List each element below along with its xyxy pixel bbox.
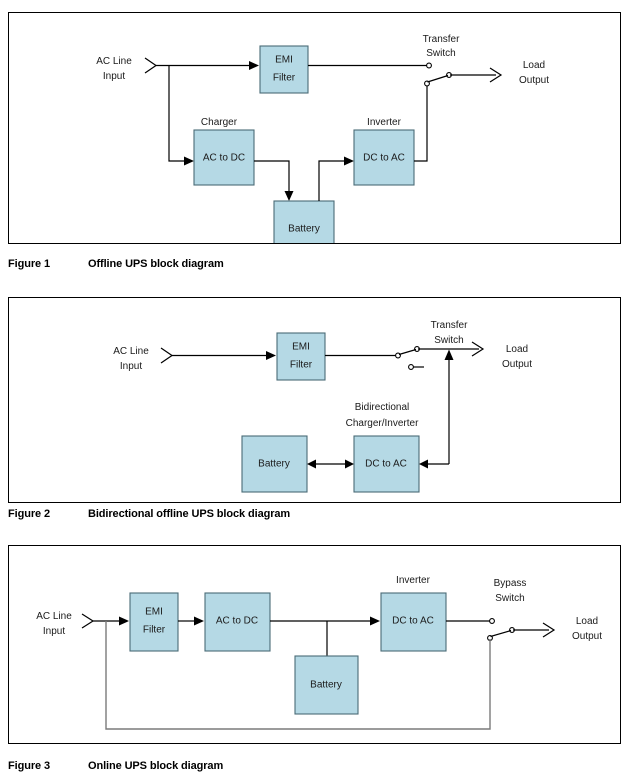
load-output-chevron-icon: [489, 67, 503, 83]
wire-inverter-to-switch: [414, 83, 428, 162]
ac-input-chevron-icon: [144, 57, 158, 74]
transfer-switch-label-line1: Transfer: [431, 320, 469, 331]
bypass-switch-blade[interactable]: [490, 629, 512, 638]
rectifier-block[interactable]: [204, 592, 271, 652]
wire-charger-to-battery: [254, 160, 290, 191]
battery-label: Battery: [310, 680, 342, 691]
load-output-label-line2: Output: [502, 359, 532, 370]
load-output-label-line2: Output: [572, 631, 602, 642]
ac-line-input-label-line1: AC Line: [36, 611, 72, 622]
charger-block[interactable]: [193, 129, 255, 186]
emi-filter-block[interactable]: [259, 45, 309, 94]
inverter-block[interactable]: [380, 592, 447, 652]
wire-bypass-loop: [105, 621, 491, 730]
battery-label: Battery: [258, 459, 290, 470]
bypass-switch-terminal-inverter[interactable]: [489, 618, 495, 624]
battery-block[interactable]: [241, 435, 308, 493]
figure-3-diagram: AC Line Input EMI Filter AC to DC: [36, 575, 602, 730]
arrowhead-into-rectifier-icon: [194, 616, 204, 626]
figure-1-caption: Figure 1 Offline UPS block diagram: [8, 258, 224, 270]
figure-1-frame: AC Line Input EMI Filter Charger: [8, 12, 621, 244]
arrowhead-to-converter-icon: [345, 459, 354, 469]
battery-label: Battery: [288, 224, 320, 235]
ac-input-chevron-icon: [81, 613, 95, 629]
arrowhead-into-battery-icon: [284, 191, 294, 201]
ac-input-chevron-icon: [160, 347, 174, 364]
emi-filter-label-line1: EMI: [145, 607, 163, 618]
emi-filter-block[interactable]: [276, 332, 326, 381]
figure-3-caption-text: Online UPS block diagram: [88, 760, 224, 772]
inverter-block[interactable]: [353, 129, 415, 186]
load-output-label-line1: Load: [506, 344, 528, 355]
arrowhead-into-emi-icon: [249, 61, 259, 70]
transfer-switch-label-line2: Switch: [434, 335, 463, 346]
figure-2-caption-text: Bidirectional offline UPS block diagram: [88, 508, 291, 520]
wire-battery-to-inverter: [318, 160, 344, 201]
figure-1-caption-text: Offline UPS block diagram: [88, 258, 224, 270]
emi-filter-label-line1: EMI: [292, 342, 310, 353]
bidirectional-title-line1: Bidirectional: [355, 402, 409, 413]
arrowhead-into-inverter-icon: [344, 156, 354, 166]
figure-1-caption-number: Figure 1: [8, 258, 50, 270]
figure-2-caption: Figure 2 Bidirectional offline UPS block …: [8, 508, 290, 520]
rectifier-label: AC to DC: [216, 616, 258, 627]
transfer-switch-label-line1: Transfer: [423, 34, 461, 45]
inverter-label: DC to AC: [392, 616, 434, 627]
arrowhead-to-battery-icon: [307, 459, 316, 469]
arrowhead-into-inverter-icon: [370, 616, 380, 626]
figure-3-caption-number: Figure 3: [8, 760, 50, 772]
bypass-switch-label-line1: Bypass: [494, 578, 527, 589]
arrowhead-into-charger-icon: [184, 156, 194, 166]
arrowhead-into-emi-icon: [266, 351, 276, 360]
emi-filter-block[interactable]: [129, 592, 179, 652]
arrowhead-up-to-output-icon: [444, 349, 454, 360]
ac-line-input-label-line1: AC Line: [96, 56, 132, 67]
transfer-switch-terminal-open[interactable]: [408, 364, 414, 370]
transfer-switch-terminal-line[interactable]: [426, 62, 432, 69]
emi-filter-label-line2: Filter: [290, 360, 313, 371]
load-output-label-line1: Load: [523, 60, 545, 71]
transfer-switch-blade[interactable]: [398, 348, 417, 356]
emi-filter-label-line2: Filter: [273, 73, 296, 84]
load-output-chevron-icon: [542, 622, 556, 638]
charger-label: AC to DC: [203, 153, 245, 164]
load-output-chevron-icon: [471, 341, 485, 357]
ac-line-input-label-line2: Input: [120, 361, 142, 372]
inverter-title-label: Inverter: [396, 575, 431, 586]
ac-line-input-label-line1: AC Line: [113, 346, 149, 357]
figure-3-frame: AC Line Input EMI Filter AC to DC: [8, 545, 621, 744]
transfer-switch-label-line2: Switch: [426, 48, 455, 59]
figure-3-caption: Figure 3 Online UPS block diagram: [8, 760, 223, 772]
bidirectional-converter-block[interactable]: [353, 435, 420, 493]
figure-2-caption-number: Figure 2: [8, 508, 50, 520]
transfer-switch-blade[interactable]: [427, 74, 449, 83]
inverter-title-label: Inverter: [367, 117, 402, 128]
arrowhead-into-emi-icon: [119, 616, 129, 626]
figure-2-diagram: AC Line Input EMI Filter Transfer Switch: [113, 320, 532, 493]
inverter-label: DC to AC: [363, 153, 405, 164]
bidirectional-title-line2: Charger/Inverter: [346, 418, 419, 429]
ac-line-input-label-line2: Input: [43, 626, 65, 637]
emi-filter-label-line2: Filter: [143, 625, 166, 636]
figure-2-frame: AC Line Input EMI Filter Transfer Switch: [8, 297, 621, 503]
ac-line-input-label-line2: Input: [103, 71, 125, 82]
bidirectional-converter-label: DC to AC: [365, 459, 407, 470]
emi-filter-label-line1: EMI: [275, 55, 293, 66]
charger-title-label: Charger: [201, 117, 238, 128]
arrowhead-into-converter-right-icon: [419, 459, 428, 469]
battery-block[interactable]: [294, 655, 359, 715]
battery-block[interactable]: [273, 200, 335, 243]
wire-branch-to-charger: [168, 65, 184, 162]
load-output-label-line1: Load: [576, 616, 598, 627]
bypass-switch-label-line2: Switch: [495, 593, 524, 604]
load-output-label-line2: Output: [519, 75, 549, 86]
figure-1-diagram: AC Line Input EMI Filter Charger: [96, 34, 549, 243]
